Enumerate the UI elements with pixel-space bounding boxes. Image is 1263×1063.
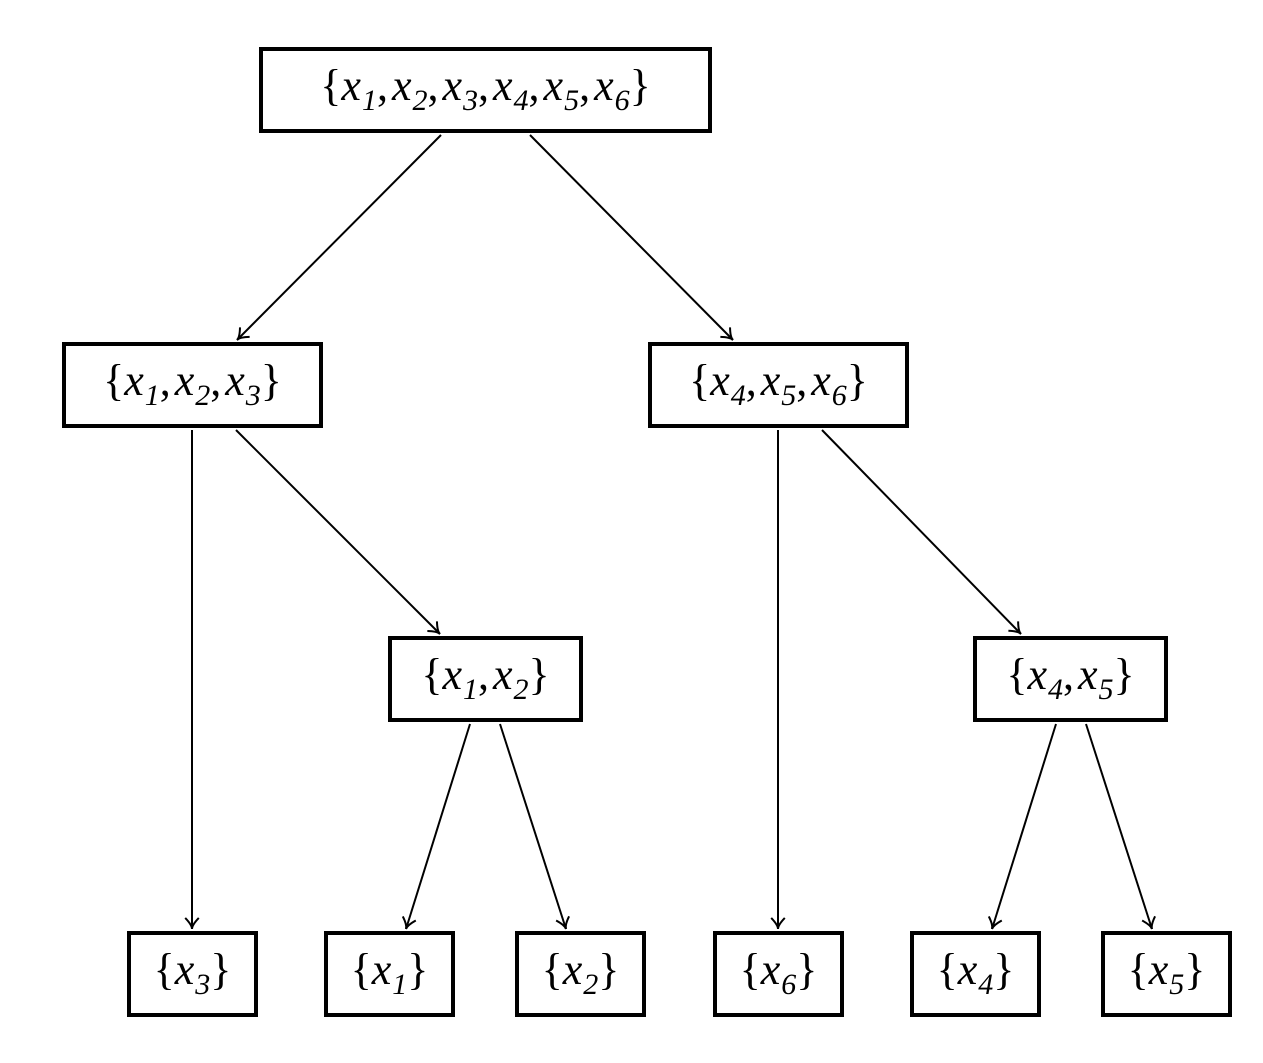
set-node-n456: {x4,x5,x6} (648, 342, 909, 428)
set-node-n3: {x3} (127, 931, 258, 1017)
edge-root-to-n456 (529, 134, 734, 341)
edge-n45-to-n4 (987, 723, 1057, 930)
edge-line (991, 723, 1057, 930)
set-node-n5: {x5} (1101, 931, 1232, 1017)
set-node-n2: {x2} (515, 931, 646, 1017)
arrow-head (987, 915, 1003, 930)
edge-n12-to-n1 (401, 723, 471, 930)
set-node-n12: {x1,x2} (388, 636, 583, 722)
set-element: x5 (543, 61, 580, 117)
arrow-head (236, 327, 250, 341)
set-node-n6: {x6} (713, 931, 844, 1017)
set-label: {x4} (936, 945, 1015, 1001)
set-element: x5 (1078, 650, 1114, 706)
set-element: x6 (760, 945, 797, 1001)
arrow-head (184, 917, 200, 930)
edge-line (1085, 723, 1153, 930)
set-element: x5 (1148, 945, 1185, 1001)
set-label: {x3} (153, 945, 232, 1001)
set-node-root: {x1,x2,x3,x4,x5,x6} (259, 47, 712, 133)
set-label: {x1,x2,x3,x4,x5,x6} (320, 61, 651, 117)
edge-root-to-n123 (236, 134, 442, 341)
edge-n123-to-n12 (235, 429, 441, 635)
set-label: {x1,x2} (421, 650, 550, 706)
set-element: x2 (493, 650, 529, 706)
arrow-head (1141, 915, 1156, 930)
set-label: {x4,x5} (1006, 650, 1135, 706)
set-label: {x1,x2,x3} (103, 356, 282, 412)
set-element: x4 (710, 356, 746, 412)
edge-line (821, 429, 1022, 635)
set-element: x5 (760, 356, 797, 412)
arrow-head (770, 917, 786, 930)
edge-n45-to-n5 (1085, 723, 1156, 930)
set-element: x6 (811, 356, 847, 412)
set-label: {x5} (1127, 945, 1206, 1001)
set-element: x1 (341, 61, 377, 117)
set-label: {x6} (739, 945, 818, 1001)
arrow-head (555, 915, 570, 930)
edge-n456-to-n6 (770, 430, 786, 930)
set-label: {x4,x5,x6} (689, 356, 868, 412)
set-node-n45: {x4,x5} (973, 636, 1168, 722)
set-node-n4: {x4} (910, 931, 1041, 1017)
edge-n12-to-n2 (499, 723, 570, 930)
arrow-head (1008, 621, 1022, 635)
set-element: x2 (391, 61, 428, 117)
arrow-head (720, 327, 734, 341)
set-node-n1: {x1} (324, 931, 455, 1017)
set-element: x2 (174, 356, 211, 412)
set-element: x3 (442, 61, 478, 117)
edge-line (235, 429, 441, 635)
set-element: x4 (1027, 650, 1063, 706)
edge-n456-to-n45 (821, 429, 1022, 635)
set-element: x1 (371, 945, 408, 1001)
set-element: x1 (442, 650, 478, 706)
edge-line (405, 723, 471, 930)
set-label: {x2} (541, 945, 620, 1001)
set-element: x4 (957, 945, 994, 1001)
set-element: x4 (493, 61, 529, 117)
set-label: {x1} (350, 945, 429, 1001)
set-element: x2 (562, 945, 599, 1001)
arrow-head (401, 915, 417, 930)
set-element: x6 (594, 61, 630, 117)
set-element: x3 (225, 356, 261, 412)
edge-line (529, 134, 734, 341)
arrow-head (427, 621, 441, 635)
edge-n123-to-n3 (184, 430, 200, 930)
edge-line (236, 134, 442, 341)
set-element: x3 (174, 945, 211, 1001)
edge-line (499, 723, 567, 930)
set-element: x1 (124, 356, 160, 412)
set-node-n123: {x1,x2,x3} (62, 342, 323, 428)
